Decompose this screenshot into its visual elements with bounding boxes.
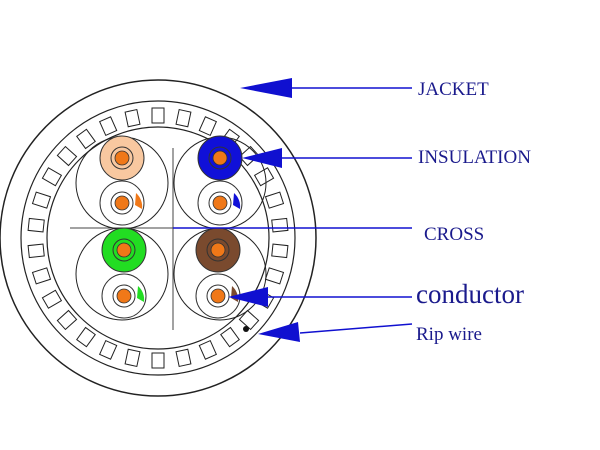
shield-tooth [56,145,78,167]
solid-wire-ring [112,238,136,262]
shield-tooth [98,339,118,360]
striped-wire-ring [112,284,136,308]
striped-wire-ring [206,284,230,308]
rip-wire-arrow-line [299,323,413,334]
cross-label: CROSS [424,224,484,245]
shield-tooth [56,309,78,331]
striped-wire-conductor [116,288,132,304]
shield-inner-ring [46,126,270,350]
solid-wire-ring [110,146,134,170]
wire-stripe [233,193,241,209]
shield-tooth [271,243,289,259]
shield-tooth [98,116,118,137]
shield-tooth [238,309,260,331]
shield-tooth [175,109,192,128]
striped-wire-conductor [212,195,228,211]
shield-tooth [220,326,240,348]
striped-wire-conductor [210,288,226,304]
insulation-arrowhead [242,148,282,168]
jacket-outer-ring [0,79,317,397]
shield-tooth [27,243,45,259]
shield-tooth [264,267,285,285]
shield-tooth [76,326,96,348]
blue-pair [173,135,267,230]
wire-stripe [135,193,143,209]
orange-pair [75,135,169,230]
shield-tooth [41,167,63,187]
wire-stripe [137,286,145,302]
insulation-label: INSULATION [418,147,531,168]
jacket-arrowhead [240,78,292,98]
shield-tooth [31,191,52,209]
rip-wire-arrowhead [258,322,300,342]
shield-tooth [27,217,45,233]
striped-wire-conductor [114,195,130,211]
jacket-label: JACKET [418,79,489,100]
solid-wire-conductor [116,242,132,258]
shield-tooth [198,116,218,137]
shield-tooth [264,191,285,209]
shield-tooth [41,289,63,309]
shield-tooth [151,352,165,369]
solid-wire-conductor [210,242,226,258]
brown-pair [173,227,267,321]
rip-wire-dot [243,326,249,332]
callout-arrows [173,78,413,342]
shield-tooth [76,128,96,150]
striped-wire-ring [208,191,232,215]
shield-tooth [175,348,192,367]
twisted-pairs [75,135,267,321]
solid-wire-conductor [212,150,228,166]
shield-tooth [31,267,52,285]
striped-wire-ring [110,191,134,215]
shield-tooth [198,339,218,360]
rip-wire-label: Rip wire [416,324,482,345]
shield-tooth [124,348,141,367]
solid-wire-conductor [114,150,130,166]
shield-tooth [253,167,275,187]
conductor-arrowhead [228,287,268,307]
conductor-label: conductor [416,279,524,309]
jacket-inner-ring [20,100,296,376]
shield-tooth [271,217,289,233]
green-pair [75,227,169,321]
solid-wire-ring [206,238,230,262]
shield-tooth [151,107,165,124]
shield-tooth [124,109,141,128]
solid-wire-ring [208,146,232,170]
